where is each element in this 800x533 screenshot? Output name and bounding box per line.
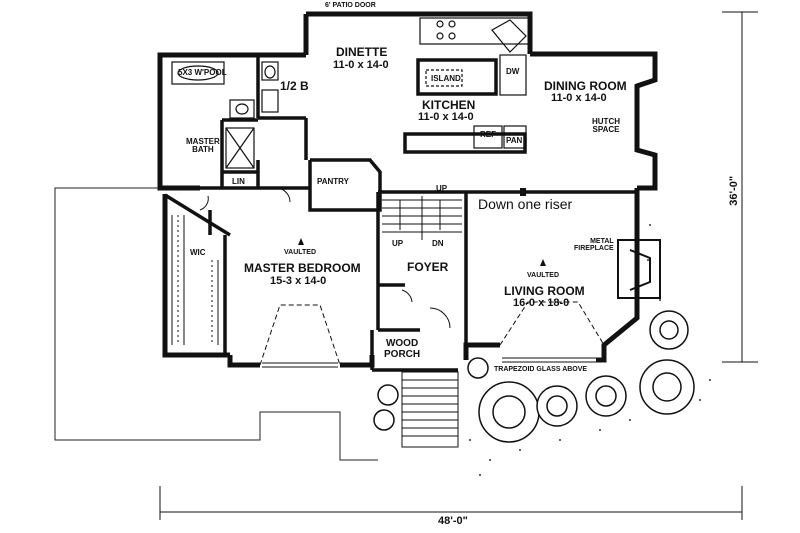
kitchen-dimensions: 11-0 x 14-0 [418,111,474,123]
markers [298,188,546,266]
ground-texture [469,224,711,476]
stairs-up-top-label: UP [436,184,448,193]
kitchen-fixtures [419,17,531,149]
door-swings [199,187,451,329]
metal-fireplace-label: METAL FIREPLACE [574,238,614,253]
island-label: ISLAND [431,74,461,83]
trapezoid-glass-label: TRAPEZOID GLASS ABOVE [494,366,588,373]
interior-walls [164,55,637,372]
hutch-space-label: HUTCH SPACE [592,117,620,135]
stairs-up-label: UP [392,239,404,248]
dining-room-dimensions: 11-0 x 14-0 [551,92,607,104]
overall-depth-dimension: 36'-0" [728,173,741,208]
walk-in-closet-label: WIC [190,248,206,257]
wood-porch-label: WOOD PORCH [384,338,421,360]
pantry-label: PANTRY [317,177,349,186]
down-one-riser-label: Down one riser [478,196,573,212]
site-outline [54,187,378,461]
living-vaulted-label: VAULTED [527,272,560,279]
dimension-lines [159,11,758,520]
dining-room-label: DINING ROOM [544,79,627,93]
master-bedroom-label: MASTER BEDROOM [244,261,361,275]
master-bedroom-dimensions: 15-3 x 14-0 [270,275,327,287]
closet-rods [171,215,219,345]
refrigerator-label: REF [480,130,496,139]
overall-width-dimension: 48'-0" [436,515,470,528]
porch-steps [401,371,459,448]
living-room-dimensions: 16-0 x 18-0 [513,297,570,309]
master-bath-label: MASTER BATH [186,137,220,155]
fireplace [617,239,661,299]
half-bath-label: 1/2 B [280,79,309,93]
foyer-label: FOYER [407,260,449,274]
stairs-down-label: DN [432,239,444,248]
windows [262,11,596,368]
whirlpool-label: 5X3 W'POOL [178,68,227,77]
landscaping-trees [373,310,695,443]
bath-fixtures [171,61,279,169]
living-room-label: LIVING ROOM [504,284,585,298]
bedroom-vaulted-label: VAULTED [284,249,317,256]
window-projections [259,301,605,366]
patio-door-label: 6' PATIO DOOR [325,2,376,9]
dinette-label: DINETTE [336,45,388,59]
dishwasher-label: DW [506,67,520,76]
dinette-dimensions: 11-0 x 14-0 [333,59,389,71]
pantry-cabinet-label: PAN [506,136,523,145]
kitchen-label: KITCHEN [422,98,476,112]
linen-closet-label: LIN [232,177,245,186]
stair-treads [382,196,462,240]
